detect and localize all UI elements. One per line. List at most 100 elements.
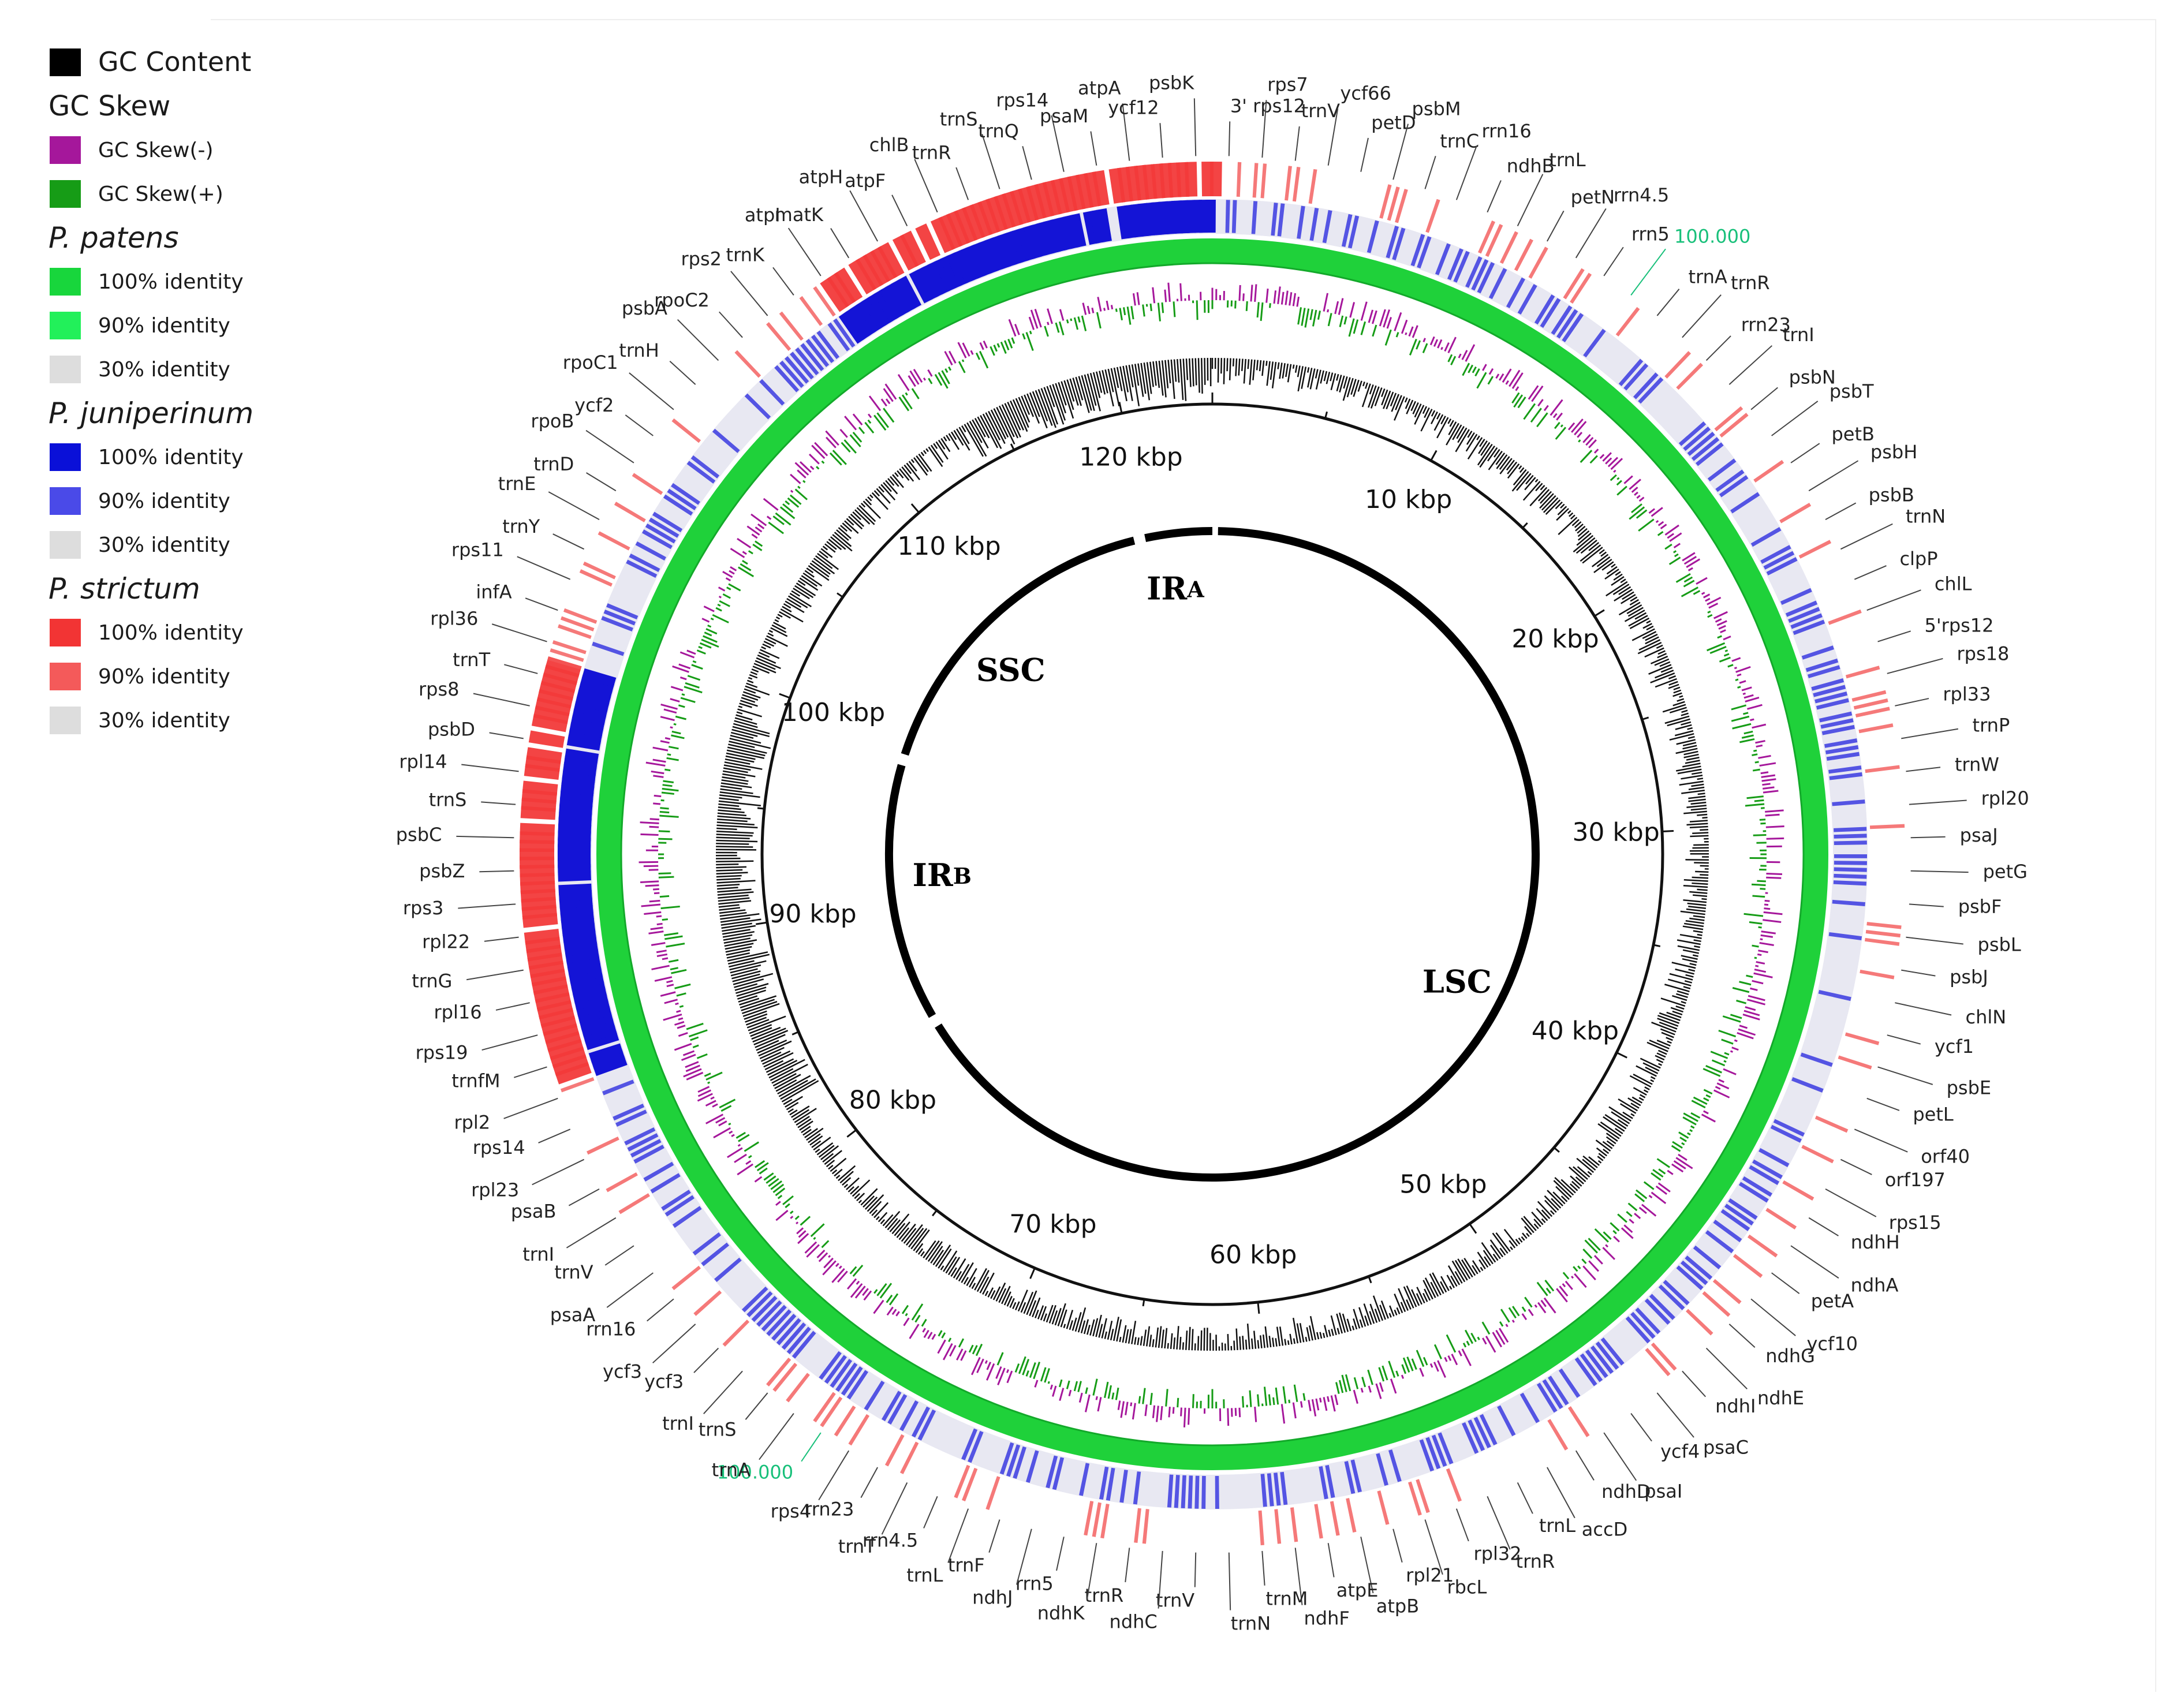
gc-content-mark: [947, 1257, 961, 1276]
gc-content-mark: [722, 770, 756, 778]
gc-content-mark: [1400, 1302, 1406, 1312]
gc-skew-mark: [782, 1195, 794, 1205]
gc-content-mark: [789, 593, 812, 608]
gc-skew-mark: [755, 526, 763, 533]
strictum-hit: [855, 254, 883, 290]
gc-content-mark: [1676, 993, 1688, 999]
gc-content-mark: [1046, 1305, 1054, 1323]
kbp-tick-label: 40 kbp: [1532, 1016, 1619, 1045]
gc-content-mark: [1362, 382, 1365, 387]
gc-content-mark: [1292, 1317, 1299, 1344]
gc-skew-mark: [658, 830, 670, 833]
gc-content-mark: [1686, 908, 1706, 913]
strictum-hit: [813, 1392, 836, 1423]
gc-skew-mark: [675, 1002, 679, 1006]
gene-leader: [513, 1066, 547, 1078]
gc-content-mark: [1134, 1337, 1137, 1345]
gc-content-mark: [1596, 1147, 1607, 1157]
gc-skew-mark: [690, 1036, 699, 1041]
gc-skew-mark: [1379, 309, 1386, 327]
gc-skew-mark: [1451, 1354, 1458, 1366]
gc-skew-mark: [728, 583, 741, 592]
juniperinum-hit: [879, 285, 905, 319]
gc-content-mark: [1667, 718, 1690, 727]
gc-content-mark: [835, 1175, 841, 1179]
gc-content-mark: [1365, 382, 1368, 389]
gc-skew-mark: [1674, 553, 1679, 558]
strictum-hit: [1285, 166, 1292, 201]
juniperinum-hit: [756, 1300, 782, 1327]
juniperinum-hit: [1462, 1422, 1479, 1454]
gc-skew-mark: [1763, 911, 1783, 915]
gc-content-mark: [940, 1265, 944, 1270]
gene-leader: [955, 167, 969, 200]
identity-label: 90% identity: [98, 314, 230, 338]
gc-skew-mark: [1047, 1381, 1050, 1384]
gene-label: trnI: [662, 1412, 694, 1434]
gc-content-mark: [1499, 458, 1513, 474]
gc-content-mark: [720, 913, 760, 920]
strictum-hit: [1314, 1504, 1323, 1539]
gc-skew-mark: [710, 617, 714, 621]
gene-leader: [693, 1347, 719, 1373]
gene-label: psaM: [1040, 105, 1088, 127]
strictum-hit: [1845, 666, 1880, 679]
gc-skew-mark: [961, 359, 965, 362]
gc-content-mark: [786, 1102, 799, 1111]
strictum-hit: [1446, 1468, 1462, 1502]
gc-skew-mark: [799, 461, 812, 473]
gene-leader: [585, 429, 634, 464]
gc-content-mark: [1357, 380, 1362, 392]
gc-content-mark: [731, 970, 761, 980]
strictum-hit: [878, 242, 905, 278]
gc-skew-mark: [660, 740, 670, 744]
juniperinum-hit: [627, 1133, 659, 1152]
gc-content-mark: [1686, 756, 1700, 761]
strictum-hit: [1184, 162, 1198, 197]
strictum-hit: [524, 929, 560, 945]
gc-skew-mark: [1123, 307, 1126, 316]
gc-content-mark: [1681, 709, 1688, 713]
gc-skew-mark: [1556, 412, 1563, 421]
juniperinum-hit: [1099, 1466, 1109, 1500]
strictum-hit: [946, 210, 970, 247]
gc-content-mark: [1657, 1049, 1667, 1055]
juniperinum-hit: [1473, 1417, 1491, 1449]
gene-label: psbF: [1958, 895, 2002, 917]
gc-content-mark: [834, 1168, 843, 1177]
gc-skew-mark: [1289, 292, 1293, 306]
juniperinum-hit: [1562, 313, 1584, 342]
gc-content-mark: [716, 860, 754, 863]
gc-content-mark: [1200, 358, 1203, 394]
gene-leader: [1125, 1548, 1130, 1583]
gc-skew-mark: [797, 1233, 809, 1244]
gc-skew-mark: [1401, 1364, 1407, 1374]
gc-skew-mark: [1717, 635, 1722, 639]
gc-skew-mark: [1690, 1112, 1701, 1119]
gc-content-mark: [718, 897, 750, 902]
gc-content-mark: [726, 752, 756, 760]
gene-label: psaA: [550, 1304, 596, 1326]
gc-content-mark: [1510, 1246, 1513, 1250]
gc-skew-mark: [1683, 580, 1695, 588]
gc-content-mark: [1481, 1242, 1496, 1263]
gc-content-mark: [1194, 358, 1197, 386]
gc-content-mark: [720, 788, 753, 794]
juniperinum-hit: [1319, 1466, 1328, 1500]
gene-leader: [1547, 210, 1565, 242]
gc-skew-mark: [797, 485, 801, 489]
gc-skew-mark: [1468, 364, 1474, 373]
gc-content-mark: [1683, 750, 1698, 756]
gc-skew-mark: [1433, 339, 1439, 347]
gc-skew-mark: [1660, 524, 1667, 529]
gc-content-mark: [1217, 358, 1219, 383]
gc-content-mark: [1161, 1329, 1164, 1348]
strictum-hit: [1714, 406, 1743, 432]
gc-skew-mark: [1249, 1390, 1252, 1407]
gc-skew-mark: [1658, 1168, 1666, 1175]
gc-skew-mark: [1693, 590, 1701, 595]
gc-content-mark: [984, 1291, 989, 1296]
gc-skew-mark: [956, 1348, 964, 1361]
juniperinum-hit: [1625, 1316, 1651, 1344]
gc-skew-mark: [1495, 373, 1500, 379]
